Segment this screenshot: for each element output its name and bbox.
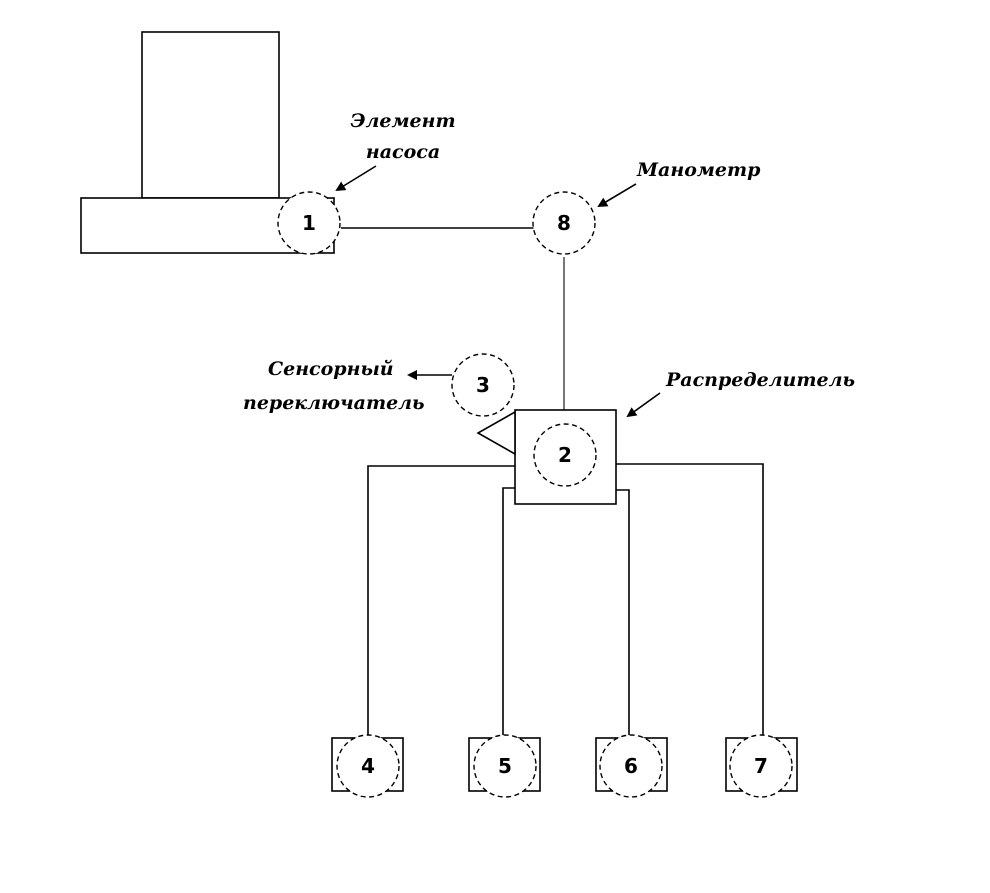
label-pump-element-line1: Элемент (350, 110, 455, 132)
node-4: 4 (336, 734, 400, 798)
arrow-to-distributor (626, 392, 661, 418)
line-to-outlet-7 (616, 463, 764, 736)
node-8: 8 (532, 191, 596, 255)
node-1: 1 (277, 191, 341, 255)
node-3: 3 (451, 353, 515, 417)
node-6-label: 6 (624, 754, 638, 778)
node-8-label: 8 (557, 211, 571, 235)
node-4-label: 4 (361, 754, 375, 778)
line-to-outlet-6 (616, 489, 630, 736)
sensor-switch-triangle (476, 410, 516, 456)
node-5-label: 5 (498, 754, 512, 778)
node-3-label: 3 (476, 373, 490, 397)
node-2: 2 (533, 423, 597, 487)
line-to-outlet-5 (502, 487, 515, 736)
label-sensor-switch-line1: Сенсорный (268, 358, 394, 380)
node-5: 5 (473, 734, 537, 798)
node-7: 7 (729, 734, 793, 798)
node-6: 6 (599, 734, 663, 798)
label-manometer: Манометр (636, 159, 761, 181)
label-distributor: Распределитель (665, 369, 855, 391)
label-pump-element-line2: насоса (366, 141, 440, 163)
node-7-label: 7 (754, 754, 768, 778)
label-sensor-switch-line2: переключатель (243, 392, 425, 414)
arrow-to-manometer (597, 183, 637, 208)
pump-upper-block (141, 31, 280, 199)
node-1-label: 1 (302, 211, 316, 235)
line-to-outlet-4 (367, 465, 515, 736)
arrow-to-pump-element (335, 165, 377, 192)
node-2-label: 2 (558, 443, 572, 467)
